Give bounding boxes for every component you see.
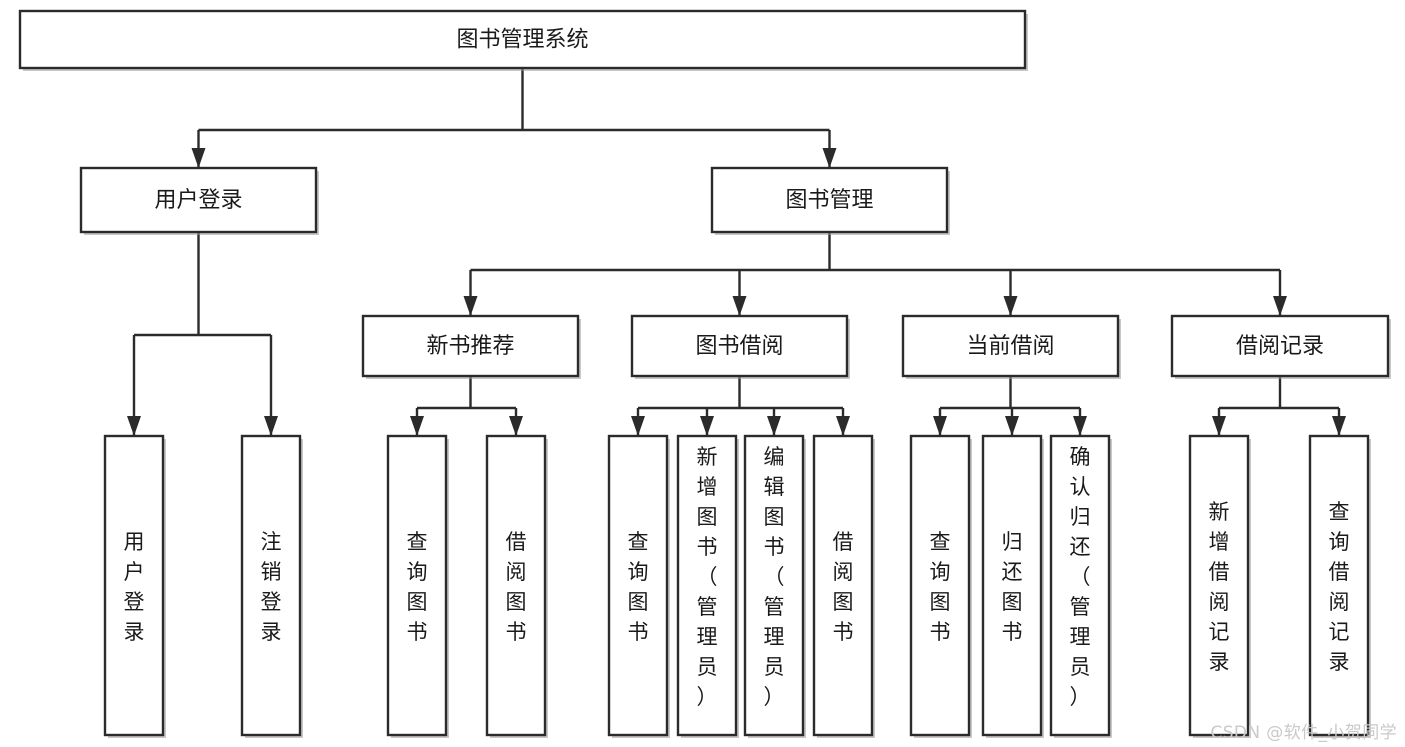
node-leaf-add-borrow-record[interactable]: 新增借阅记录 bbox=[1188, 434, 1251, 738]
connector-group-new-book-recommend bbox=[410, 376, 523, 436]
node-label: 借阅图书 bbox=[833, 530, 854, 644]
node-border[interactable] bbox=[630, 314, 849, 378]
node-label: 编辑图书（管理员） bbox=[764, 445, 785, 709]
arrow-head-icon bbox=[463, 296, 478, 316]
node-leaf-edit-book-admin[interactable]: 编辑图书（管理员） bbox=[743, 434, 806, 738]
node-border[interactable] bbox=[361, 314, 580, 378]
node-leaf-return-book[interactable]: 归还图书 bbox=[981, 434, 1044, 738]
node-label: 注销登录 bbox=[261, 530, 282, 644]
connector-group-root bbox=[191, 68, 837, 168]
node-boxes: 图书管理系统用户登录图书管理新书推荐图书借阅当前借阅借阅记录用户登录注销登录查询… bbox=[18, 9, 1391, 738]
node-label: 确认归还（管理员） bbox=[1070, 445, 1091, 709]
node-label: 查询图书 bbox=[407, 530, 428, 644]
connector-lines bbox=[127, 68, 1346, 436]
node-label: 图书管理 bbox=[785, 188, 873, 213]
node-leaf-add-book-admin[interactable]: 新增图书（管理员） bbox=[676, 434, 739, 738]
node-leaf-confirm-return-admin[interactable]: 确认归还（管理员） bbox=[1049, 434, 1112, 738]
node-border[interactable] bbox=[607, 434, 669, 737]
csdn-watermark: CSDN @软件_小贺同学 bbox=[1210, 723, 1397, 743]
node-leaf-query-borrow-record[interactable]: 查询借阅记录 bbox=[1308, 434, 1371, 738]
node-border[interactable] bbox=[909, 434, 971, 737]
node-book-borrow[interactable]: 图书借阅 bbox=[630, 314, 850, 379]
arrow-head-icon bbox=[191, 148, 206, 168]
connector-group-current-borrow bbox=[933, 376, 1087, 436]
connector-group-book-borrow bbox=[631, 376, 850, 436]
node-leaf-user-login[interactable]: 用户登录 bbox=[103, 434, 166, 738]
node-leaf-borrow-book-recommend[interactable]: 借阅图书 bbox=[485, 434, 548, 738]
arrow-head-icon bbox=[822, 148, 837, 168]
arrow-head-icon bbox=[410, 416, 424, 436]
node-border[interactable] bbox=[743, 434, 805, 737]
arrow-head-icon bbox=[631, 416, 645, 436]
node-border[interactable] bbox=[18, 9, 1027, 70]
node-border[interactable] bbox=[1170, 314, 1390, 378]
node-leaf-logout[interactable]: 注销登录 bbox=[240, 434, 303, 738]
node-label: 当前借阅 bbox=[966, 334, 1054, 359]
node-current-borrow[interactable]: 当前借阅 bbox=[901, 314, 1121, 379]
arrow-head-icon bbox=[127, 416, 141, 436]
arrow-head-icon bbox=[700, 416, 714, 436]
arrow-head-icon bbox=[1003, 296, 1018, 316]
node-label: 归还图书 bbox=[1002, 530, 1023, 644]
node-label: 查询图书 bbox=[628, 530, 649, 644]
node-border[interactable] bbox=[485, 434, 547, 737]
node-leaf-query-book-borrow[interactable]: 查询图书 bbox=[607, 434, 670, 738]
arrow-head-icon bbox=[264, 416, 278, 436]
node-leaf-borrow-book[interactable]: 借阅图书 bbox=[812, 434, 875, 738]
node-border[interactable] bbox=[901, 314, 1120, 378]
node-label: 新增借阅记录 bbox=[1209, 500, 1230, 674]
node-label: 新书推荐 bbox=[426, 334, 514, 359]
node-border[interactable] bbox=[710, 166, 949, 234]
arrow-head-icon bbox=[1273, 296, 1287, 316]
node-label: 借阅图书 bbox=[506, 530, 527, 644]
arrow-head-icon bbox=[1005, 416, 1019, 436]
node-border[interactable] bbox=[1188, 434, 1250, 737]
arrow-head-icon bbox=[509, 416, 523, 436]
node-label: 图书管理系统 bbox=[456, 28, 588, 53]
node-border[interactable] bbox=[386, 434, 448, 737]
node-border[interactable] bbox=[981, 434, 1043, 737]
node-border[interactable] bbox=[240, 434, 302, 737]
node-border[interactable] bbox=[676, 434, 738, 737]
node-border[interactable] bbox=[1308, 434, 1370, 737]
node-border[interactable] bbox=[1049, 434, 1111, 737]
arrow-head-icon bbox=[732, 296, 747, 316]
arrow-head-icon bbox=[1073, 416, 1087, 436]
node-leaf-query-book-current[interactable]: 查询图书 bbox=[909, 434, 972, 738]
arrow-head-icon bbox=[767, 416, 781, 436]
node-border[interactable] bbox=[103, 434, 165, 737]
node-new-book-recommend[interactable]: 新书推荐 bbox=[361, 314, 581, 379]
node-label: 用户登录 bbox=[154, 188, 242, 213]
connector-group-borrow-record bbox=[1212, 376, 1346, 436]
node-user-login[interactable]: 用户登录 bbox=[79, 166, 319, 235]
arrow-head-icon bbox=[836, 416, 850, 436]
node-borrow-record[interactable]: 借阅记录 bbox=[1170, 314, 1391, 379]
arrow-head-icon bbox=[1212, 416, 1226, 436]
node-label: 借阅记录 bbox=[1236, 334, 1324, 359]
connector-group-book-management bbox=[463, 232, 1287, 316]
arrow-head-icon bbox=[933, 416, 947, 436]
node-label: 查询借阅记录 bbox=[1329, 500, 1350, 674]
node-label: 图书借阅 bbox=[695, 334, 783, 359]
node-root[interactable]: 图书管理系统 bbox=[18, 9, 1028, 71]
node-book-management[interactable]: 图书管理 bbox=[710, 166, 950, 235]
connector-group-user-login bbox=[127, 232, 278, 436]
node-border[interactable] bbox=[812, 434, 874, 737]
node-border[interactable] bbox=[79, 166, 318, 234]
node-label: 新增图书（管理员） bbox=[697, 445, 718, 709]
node-label: 用户登录 bbox=[124, 530, 145, 644]
arrow-head-icon bbox=[1332, 416, 1346, 436]
node-leaf-query-book-recommend[interactable]: 查询图书 bbox=[386, 434, 449, 738]
node-label: 查询图书 bbox=[930, 530, 951, 644]
